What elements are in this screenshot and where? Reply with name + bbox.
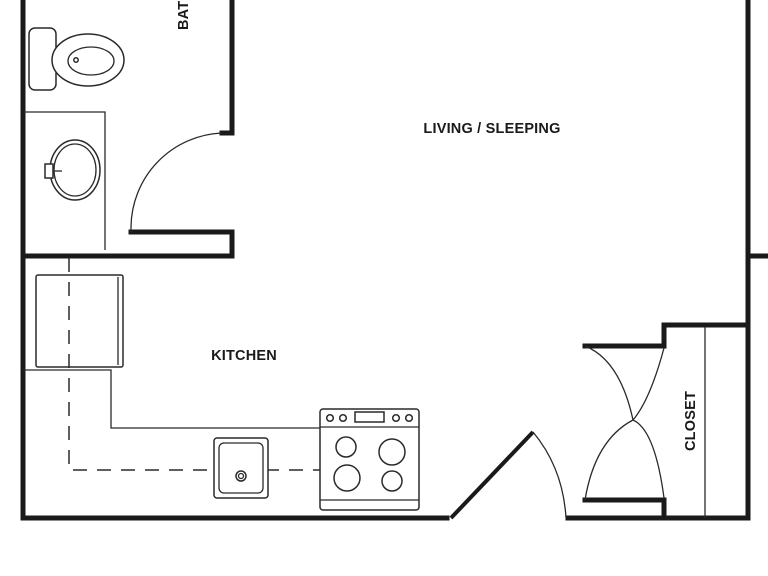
kitchen-sink-drain xyxy=(235,470,247,482)
kitchen-sink-drain-inner xyxy=(237,472,245,480)
burner-front-left xyxy=(333,464,361,492)
room-label-living-sleeping: LIVING / SLEEPING xyxy=(423,121,560,137)
stove xyxy=(319,408,420,511)
bath-door-swing-arc xyxy=(130,132,223,228)
bath-right-wall-upper xyxy=(219,0,235,136)
entry-door-swing-arc xyxy=(532,431,567,519)
closet-door-arc-bottom-2 xyxy=(632,419,665,499)
kitchen-sink-basin xyxy=(218,442,264,494)
bath-faucet xyxy=(44,163,54,179)
toilet xyxy=(28,27,125,91)
refrigerator xyxy=(35,274,124,368)
entry-door-leaf xyxy=(449,430,535,520)
walls xyxy=(20,0,768,521)
kitchen-counter xyxy=(23,369,320,429)
stove-knob-2 xyxy=(338,413,348,423)
bath-sink-basin xyxy=(49,139,101,201)
room-label-bath: BATH xyxy=(176,0,192,30)
doors xyxy=(130,132,706,520)
burner-front-right xyxy=(381,470,403,492)
stove-body xyxy=(319,408,420,511)
toilet-flush xyxy=(73,57,79,63)
closet-bottom-wall xyxy=(582,497,667,521)
closet-top-wall xyxy=(582,322,751,349)
stove-knob-4 xyxy=(404,413,414,423)
bath-sink-inner xyxy=(53,143,97,197)
toilet-bowl xyxy=(51,33,125,87)
bath-bottom-wall-right xyxy=(128,229,235,259)
stove-knob-3 xyxy=(391,413,401,423)
burner-back-left xyxy=(335,436,357,458)
bath-fixtures xyxy=(23,27,125,250)
closet-door-arc-top xyxy=(584,345,634,421)
vanity-counter xyxy=(23,111,106,250)
kitchen-fixtures xyxy=(23,258,420,511)
burner-back-right xyxy=(378,438,406,466)
kitchen-sink xyxy=(213,437,269,499)
room-label-kitchen: KITCHEN xyxy=(211,348,277,364)
stove-knob-1 xyxy=(325,413,335,423)
closet-door-arc-bottom xyxy=(584,419,634,501)
bath-vanity xyxy=(23,111,106,250)
toilet-seat xyxy=(67,46,115,76)
room-label-closet: CLOSET xyxy=(683,391,699,451)
stove-display xyxy=(354,411,385,423)
closet-door-arc-top-2 xyxy=(632,347,665,421)
